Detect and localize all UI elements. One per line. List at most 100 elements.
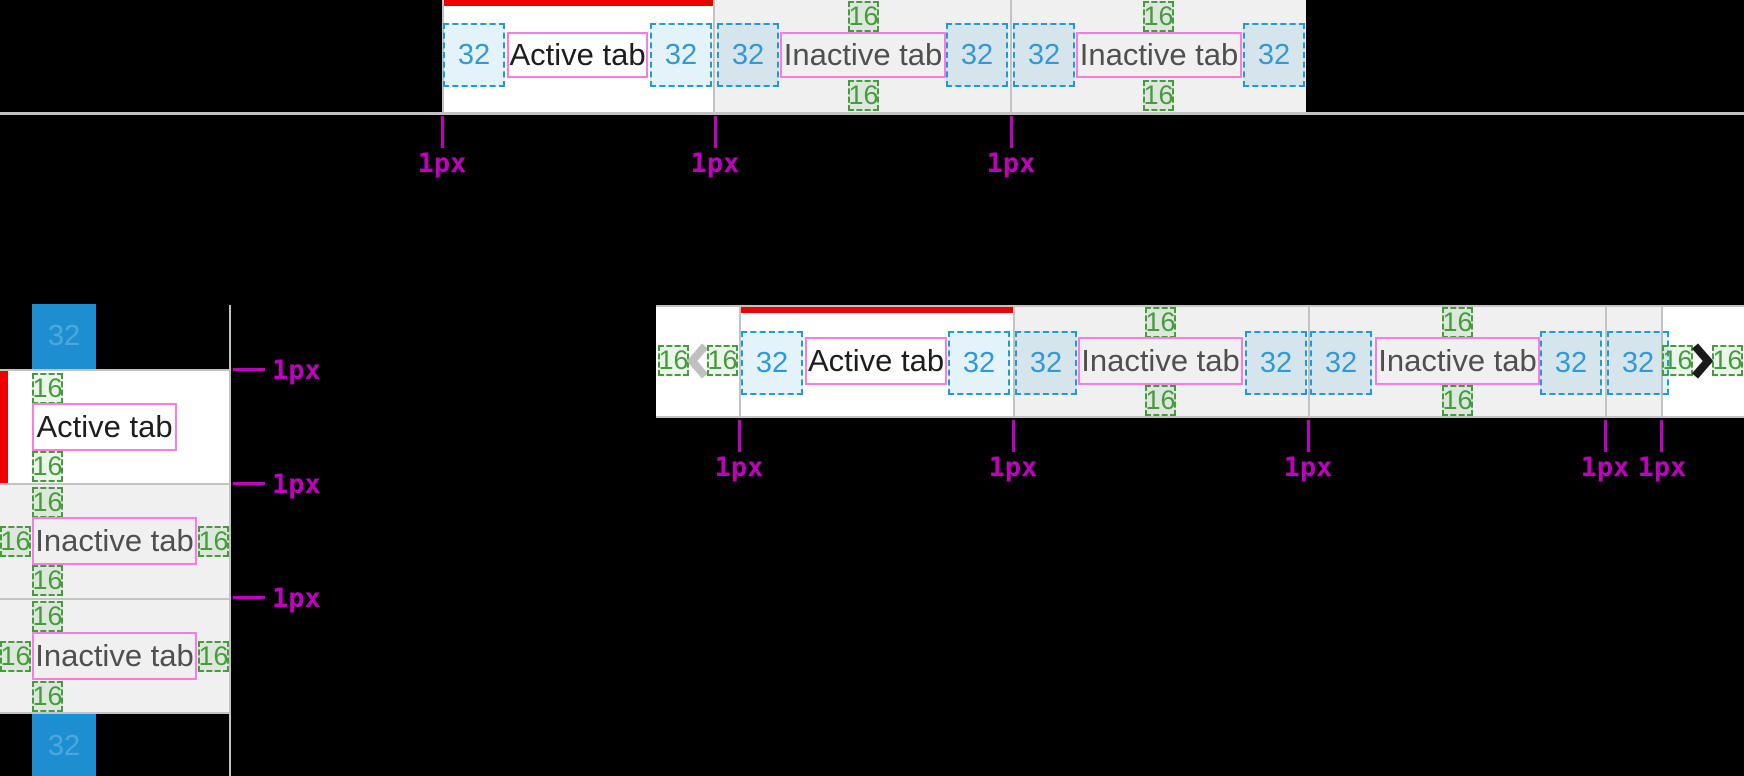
one-px-label: 1px <box>1580 452 1630 483</box>
tab-label-box: Inactive tab <box>780 32 946 78</box>
spacer-32-annotation: 32 <box>1243 23 1305 87</box>
active-tab-indicator <box>0 371 8 483</box>
spacer-32-annotation: 32 <box>1015 331 1077 395</box>
spacer-32-block: 32 <box>32 713 96 776</box>
tab-divider <box>0 483 231 485</box>
spacer-16-annotation: 16 <box>1662 345 1693 376</box>
tab-label: Inactive tab <box>35 523 194 558</box>
tab-label: Active tab <box>807 343 945 378</box>
redline-tick <box>738 420 741 452</box>
redline-tick <box>233 482 265 485</box>
spacer-32-annotation: 32 <box>1310 331 1372 395</box>
one-px-label: 1px <box>1283 452 1333 483</box>
spacer-16-annotation: 16 <box>848 1 879 32</box>
spacer-16-annotation: 16 <box>198 641 229 672</box>
spacer-16-annotation: 16 <box>1442 385 1473 416</box>
top-bar-bottom-border-line <box>0 112 1744 115</box>
spacer-16-annotation: 16 <box>658 345 689 376</box>
spacer-16-annotation: 16 <box>707 345 738 376</box>
spacer-16-annotation: 16 <box>1143 1 1174 32</box>
spacer-32-annotation: 32 <box>443 23 505 87</box>
redline-tick <box>441 116 444 148</box>
tab-inactive-1[interactable] <box>0 485 231 598</box>
redline-tick <box>233 596 265 599</box>
spacer-16-annotation: 16 <box>1145 385 1176 416</box>
tab-label-box: Inactive tab <box>32 632 197 680</box>
one-px-label: 1px <box>690 148 740 179</box>
tab-label-box: Inactive tab <box>32 517 197 565</box>
tab-label: Inactive tab <box>35 638 194 673</box>
spacer-32-annotation: 32 <box>717 23 779 87</box>
spacer-32-annotation: 32 <box>1607 331 1669 395</box>
spacer-32-annotation: 32 <box>1540 331 1602 395</box>
redline-tick <box>1660 420 1663 452</box>
redline-tick <box>714 116 717 148</box>
redline-tick <box>233 368 265 371</box>
top-tab-bar: 32 Active tab 32 32 16 Inactive tab 16 3… <box>442 0 1306 112</box>
tab-divider <box>713 0 715 112</box>
spacer-16-annotation: 16 <box>32 565 63 596</box>
spacer-16-annotation: 16 <box>0 526 31 557</box>
one-px-label: 1px <box>988 452 1038 483</box>
tab-divider <box>739 305 741 418</box>
tab-divider <box>0 369 231 371</box>
spacer-16-annotation: 16 <box>1143 80 1174 111</box>
one-px-label: 1px <box>272 355 321 386</box>
spacer-16-annotation: 16 <box>32 373 63 404</box>
one-px-label: 1px <box>714 452 764 483</box>
redline-tick <box>1604 420 1607 452</box>
tab-label-box: Inactive tab <box>1375 337 1540 385</box>
spacer-16-annotation: 16 <box>1712 345 1743 376</box>
spacer-16-annotation: 16 <box>1145 307 1176 338</box>
one-px-label: 1px <box>272 469 321 500</box>
tab-inactive-2[interactable] <box>0 600 231 712</box>
spacer-16-annotation: 16 <box>32 451 63 482</box>
tab-label-box: Active tab <box>507 32 648 78</box>
scrollable-tab-bar: 16 16 32 Active tab 32 32 16 Inactive ta… <box>656 305 1744 418</box>
tab-divider <box>1605 305 1607 418</box>
redline-tick <box>1307 420 1310 452</box>
spacer-16-annotation: 16 <box>32 601 63 632</box>
spacer-32-annotation: 32 <box>1013 23 1075 87</box>
tab-bar-bottom-border <box>656 416 1744 418</box>
tab-label-box: Active tab <box>805 337 947 385</box>
redline-tick <box>1012 420 1015 452</box>
spacer-16-annotation: 16 <box>0 641 31 672</box>
spacer-32-annotation: 32 <box>741 331 803 395</box>
spacer-16-annotation: 16 <box>1442 307 1473 338</box>
tab-active[interactable] <box>442 0 713 112</box>
spacer-16-annotation: 16 <box>32 681 63 712</box>
chevron-right-icon <box>1691 342 1715 380</box>
chevron-left-icon <box>685 342 709 380</box>
tab-label: Inactive tab <box>783 37 943 72</box>
spacer-16-annotation: 16 <box>198 526 229 557</box>
spacer-32-block: 32 <box>32 304 96 369</box>
tab-bar-top-border <box>656 305 1744 307</box>
spacer-32-annotation: 32 <box>1245 331 1307 395</box>
spacer-32-annotation: 32 <box>650 23 712 87</box>
tab-divider <box>1013 305 1015 418</box>
tab-divider <box>0 598 231 600</box>
spacer-16-annotation: 16 <box>32 487 63 518</box>
tab-active[interactable] <box>0 369 231 483</box>
spacer-32-annotation: 32 <box>948 331 1010 395</box>
tab-active[interactable] <box>741 305 1013 418</box>
tab-divider <box>0 712 231 714</box>
one-px-label: 1px <box>1637 452 1687 483</box>
one-px-label: 1px <box>417 148 467 179</box>
tab-label: Inactive tab <box>1079 37 1239 72</box>
tab-label: Inactive tab <box>1081 343 1240 378</box>
one-px-label: 1px <box>986 148 1036 179</box>
spacer-32-annotation: 32 <box>946 23 1008 87</box>
spacer-16-annotation: 16 <box>848 80 879 111</box>
tab-list-right-border <box>229 305 231 776</box>
tab-label-box: Inactive tab <box>1076 32 1242 78</box>
tab-divider <box>1308 305 1310 418</box>
redline-tick <box>1010 116 1013 148</box>
tab-label: Active tab <box>509 37 646 72</box>
tab-label: Active tab <box>36 409 173 444</box>
active-tab-indicator <box>741 307 1013 313</box>
active-tab-indicator <box>442 0 713 6</box>
vertical-tab-list: 32 32 16 Active tab 16 16 16 Inactive ta… <box>0 304 232 776</box>
